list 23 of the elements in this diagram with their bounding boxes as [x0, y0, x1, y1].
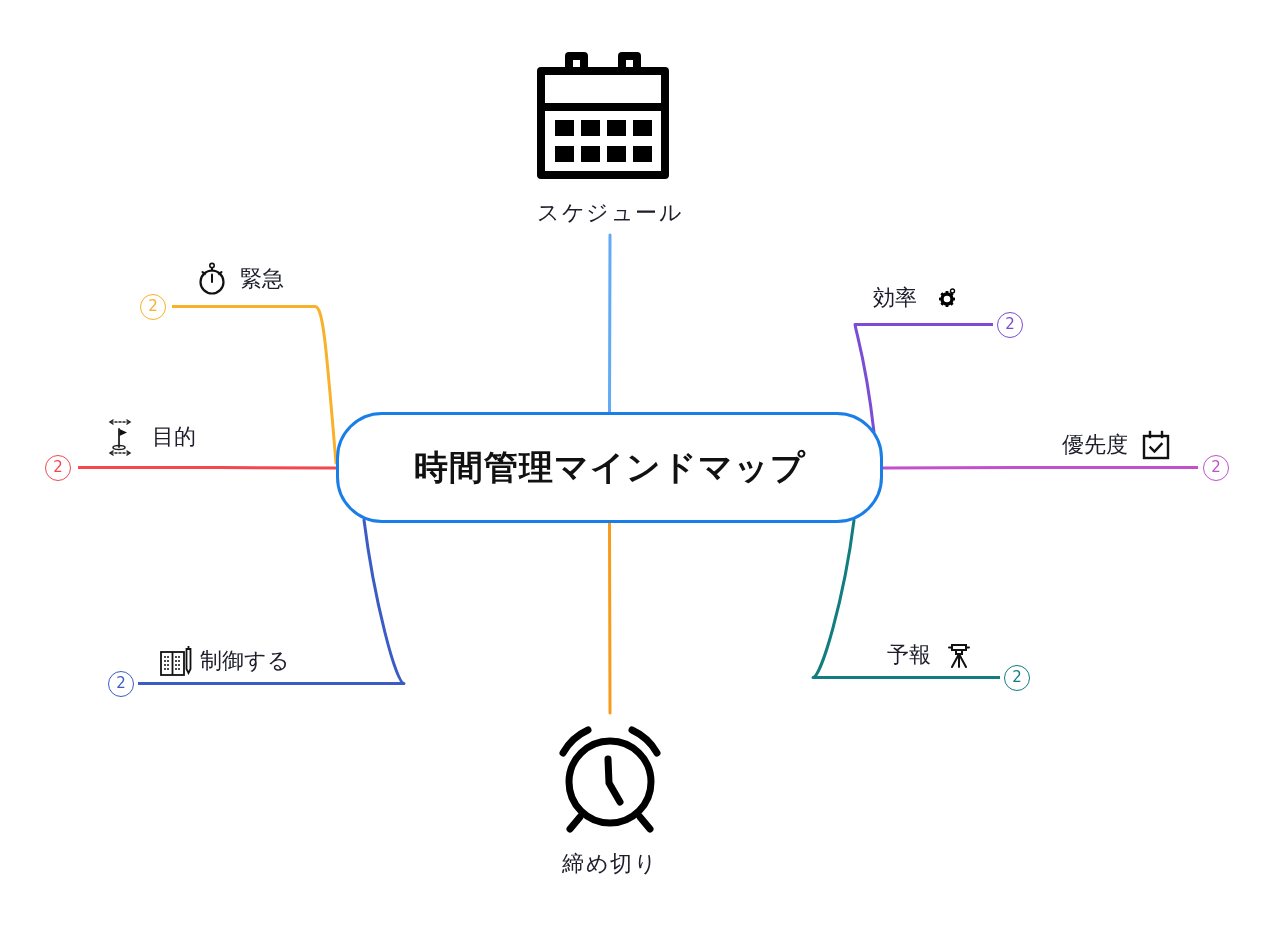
branch-line [811, 518, 856, 679]
topic-label: スケジュール [537, 200, 683, 227]
branch-line [608, 233, 612, 414]
child-count: 2 [1203, 454, 1229, 481]
child-count: 2 [1004, 664, 1030, 691]
child-count: 2 [997, 311, 1023, 338]
topic-label: 制御する [200, 647, 290, 675]
topic-label: 目的 [152, 423, 196, 451]
topic-label: 効率 [873, 284, 917, 312]
topic-label: 締め切り [562, 851, 658, 878]
branch-line [313, 305, 338, 465]
topic-label: 緊急 [240, 265, 284, 293]
topic-label: 優先度 [1062, 431, 1128, 459]
topic-label: 予報 [887, 641, 931, 669]
child-count: 2 [108, 670, 134, 697]
branch-line [881, 466, 1042, 470]
branch-topic [78, 420, 220, 469]
branch-line [218, 466, 338, 470]
branch-line [362, 518, 406, 685]
branch-line [608, 521, 612, 715]
central-topic: 時間管理マインドマップ [336, 412, 883, 523]
child-count: 2 [45, 454, 71, 481]
child-count: 2 [140, 293, 166, 320]
